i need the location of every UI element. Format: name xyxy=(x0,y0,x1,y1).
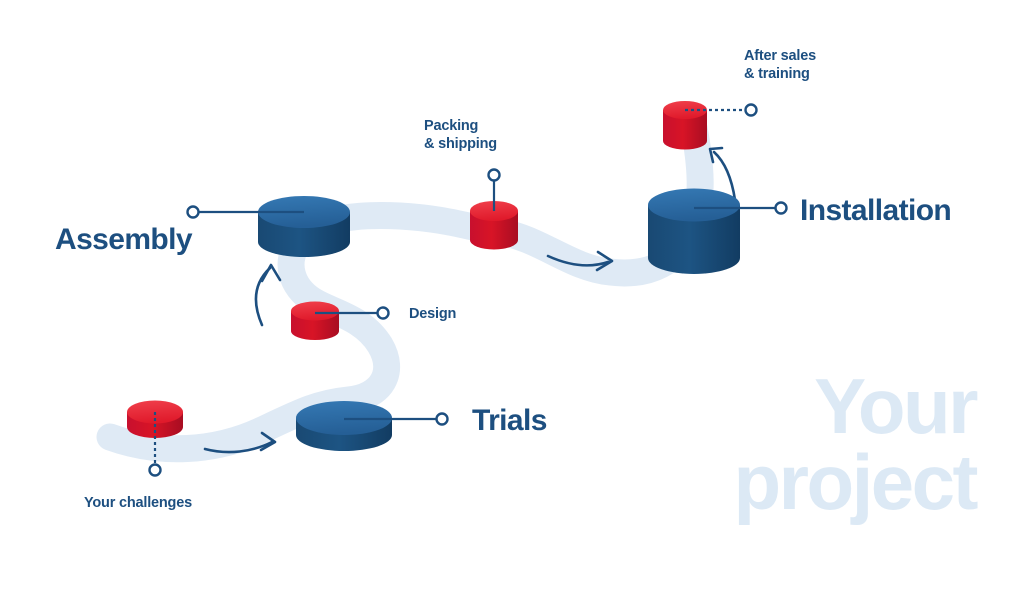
connector-trials xyxy=(344,412,449,426)
node-after-sales-training[interactable] xyxy=(663,101,707,150)
label-your-challenges: Your challenges xyxy=(84,495,192,511)
flow-arrow-1 xyxy=(203,431,277,454)
label-installation: Installation xyxy=(800,194,952,227)
label-packing-shipping: Packing & shipping xyxy=(424,118,497,152)
node-design[interactable] xyxy=(291,301,339,341)
node-installation[interactable] xyxy=(648,188,740,274)
page-title: Your project xyxy=(733,362,978,527)
label-trials: Trials xyxy=(472,404,547,437)
connector-assembly xyxy=(186,205,304,219)
connector-your-challenges xyxy=(148,412,162,477)
flow-arrow-4 xyxy=(708,146,737,202)
connector-after-sales-training xyxy=(685,103,758,117)
flow-path-ribbon xyxy=(96,114,714,463)
node-trials[interactable] xyxy=(296,401,392,451)
connector-installation xyxy=(694,201,788,215)
label-assembly: Assembly xyxy=(55,223,193,256)
label-after-sales-training: After sales & training xyxy=(744,48,816,82)
connector-design xyxy=(315,306,390,320)
label-design: Design xyxy=(409,306,457,322)
node-assembly[interactable] xyxy=(258,196,350,257)
flow-arrow-3 xyxy=(546,250,614,272)
flow-arrow-2 xyxy=(254,263,282,327)
connector-packing-shipping xyxy=(487,168,501,211)
